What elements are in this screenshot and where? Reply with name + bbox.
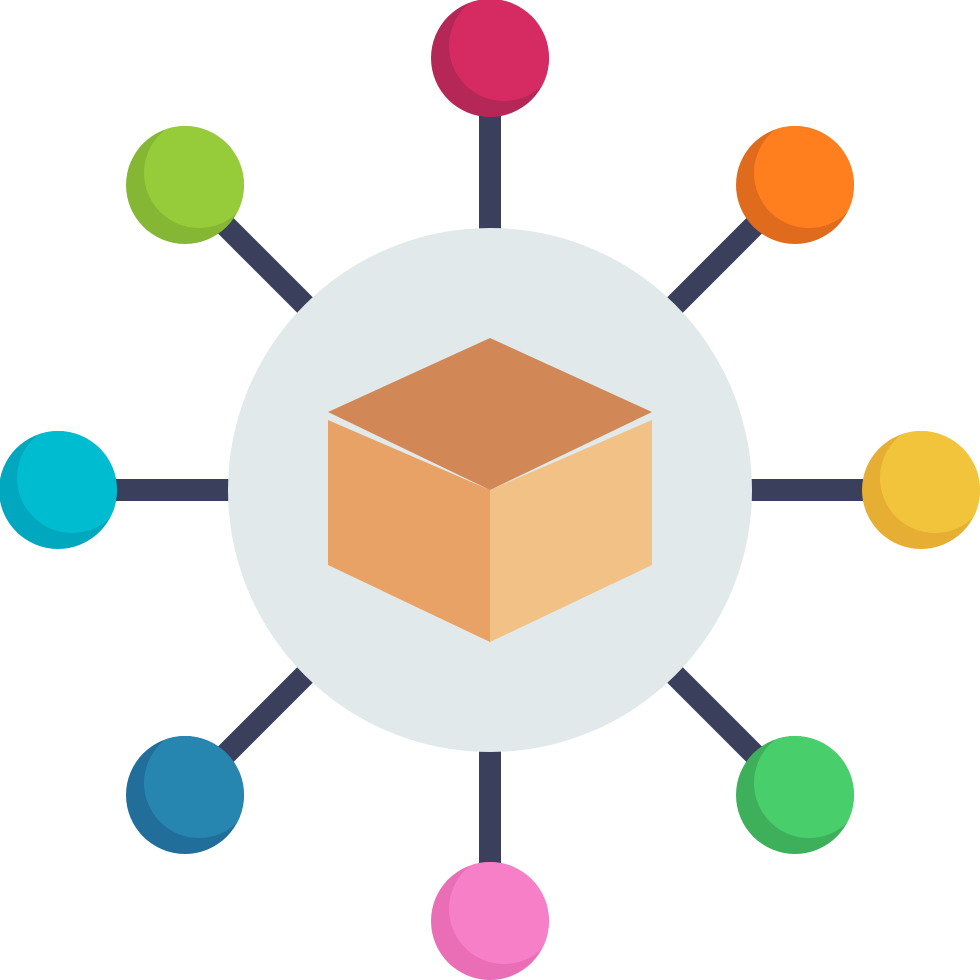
node-highlight bbox=[754, 126, 854, 228]
node-highlight bbox=[449, 862, 549, 964]
node-top bbox=[431, 0, 549, 117]
box-right-face bbox=[490, 420, 652, 642]
node-highlight bbox=[880, 431, 980, 533]
node-left bbox=[0, 431, 117, 549]
connector-line-top-right bbox=[660, 208, 772, 320]
connector-lines bbox=[96, 96, 883, 883]
node-right bbox=[862, 431, 980, 549]
box-left-face bbox=[328, 420, 490, 642]
box-top-face bbox=[328, 338, 652, 490]
node-bottom-right bbox=[736, 736, 854, 854]
box-icon bbox=[328, 338, 652, 642]
connector-line-bottom-left bbox=[208, 660, 320, 772]
node-highlight bbox=[17, 431, 117, 533]
node-top-right bbox=[736, 126, 854, 244]
node-top-left bbox=[126, 126, 244, 244]
node-bottom-left bbox=[126, 736, 244, 854]
connector-line-bottom-right bbox=[660, 660, 772, 772]
node-highlight bbox=[144, 126, 244, 228]
node-highlight bbox=[449, 0, 549, 101]
node-highlight bbox=[144, 736, 244, 838]
node-highlight bbox=[754, 736, 854, 838]
connector-line-top-left bbox=[208, 208, 320, 320]
node-bottom bbox=[431, 862, 549, 980]
